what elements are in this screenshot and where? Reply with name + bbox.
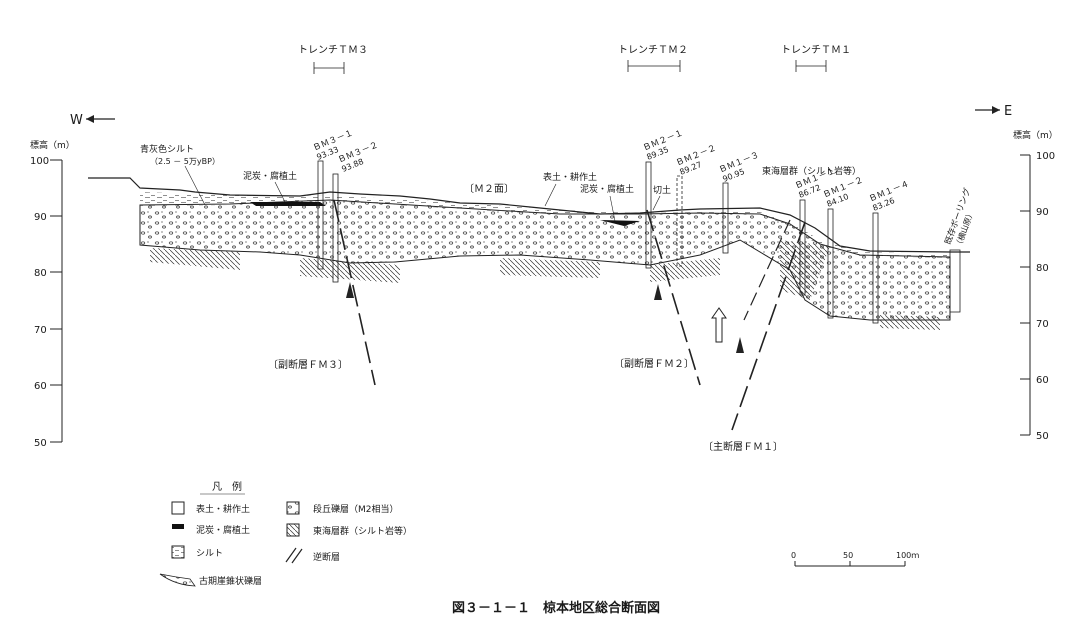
legend-item-reverse-fault: 逆断層 [285,547,340,564]
legend-label: 段丘礫層（M2相当） [313,503,399,515]
legend-item-silt: シルト [171,545,223,559]
legend-label: シルト [196,549,223,559]
legend-label: 泥炭・腐植土 [196,524,250,536]
borehole [827,208,834,319]
figure-caption: 図３－１－１ 椋本地区総合断面図 [452,600,660,616]
tokai-group-area [500,258,600,278]
tick-label: 70 [1036,319,1049,330]
borehole [676,175,683,267]
fault-fm1-label: 〔主断層ＦＭ１〕 [703,440,783,453]
legend-item-tokai-group: 東海層群（シルト岩等） [286,523,412,537]
scale-label: 100ｍ [896,551,919,560]
existing-boring [949,249,961,313]
fault-fm2 [646,209,701,386]
trench-tm3: トレンチＴＭ３ [298,44,368,74]
tick-label: 90 [34,212,47,223]
tokai-group-area [880,315,940,330]
trench-label: トレンチＴＭ１ [781,44,851,56]
fault-fm3-label: 〔副断層ＦＭ３〕 [268,358,348,371]
peat-lens [600,220,640,226]
cut-soil-label: 切土 [653,184,671,196]
trench-tm2: トレンチＴＭ２ [618,44,688,72]
scale-bar: 0 50 100ｍ [791,551,919,567]
tick-label: 90 [1036,207,1049,218]
section-annotations: 青灰色シルト （2.5 － 5万yBP） 泥炭・腐植土 〔Ｍ２面〕 表土・耕作土… [140,143,861,222]
tick-label: 50 [34,438,47,449]
borehole [722,182,729,254]
borehole [645,161,652,269]
west-label: W [70,113,83,128]
peat-label: 泥炭・腐植土 [243,170,297,182]
trench-label: トレンチＴＭ３ [298,44,368,56]
tokai-group-area [150,248,240,270]
legend-label: 古期崖錐状礫層 [199,575,262,587]
east-arrow: E [975,104,1012,119]
legend-item-old-talus: 古期崖錐状礫層 [159,573,262,587]
borehole [332,173,339,283]
fault-fm2-label: 〔副断層ＦＭ２〕 [614,357,694,370]
legend-item-topsoil: 表土・耕作土 [171,501,250,515]
right-elevation-axis: 標高（m） 100 90 80 70 60 50 [1013,129,1058,442]
peat-label: 泥炭・腐植土 [580,183,634,195]
peat-lens [250,202,326,206]
tick-label: 60 [1036,375,1049,386]
legend-title: 凡 例 [212,480,242,493]
east-label: E [1004,104,1012,119]
west-arrow: W [70,113,115,128]
fault-fm1-branch [743,219,791,321]
legend-item-peat: 泥炭・腐植土 [172,524,250,536]
trench-label: トレンチＴＭ２ [618,44,688,56]
axis-label: 標高（m） [30,139,75,151]
legend-item-terrace-gravel: 段丘礫層（M2相当） [286,501,399,515]
fault-fm3 [333,199,376,386]
legend: 凡 例 表土・耕作土 泥炭・腐植土 シルト 古期崖錐状礫層 段丘礫層（M2相当）… [159,480,412,587]
legend-label: 逆断層 [313,551,340,563]
boreholes [317,160,961,324]
left-elevation-axis: 標高（m） 100 90 80 70 60 50 [30,139,75,449]
borehole [799,199,806,296]
ground-surface [88,177,970,253]
tick-label: 100 [1036,151,1055,162]
tokai-group-label: 東海層群（シルト岩等） [762,165,861,177]
scale-label: 50 [843,551,853,560]
scale-label: 0 [791,551,796,560]
blue-gray-silt-label: 青灰色シルト [140,143,194,155]
trench-tm1: トレンチＴＭ１ [781,44,851,72]
blue-gray-silt-age: （2.5 － 5万yBP） [150,157,220,166]
topsoil-label: 表土・耕作土 [543,171,597,183]
borehole [872,212,879,324]
uplift-arrow [711,307,727,343]
axis-label: 標高（m） [1013,129,1058,141]
tick-label: 80 [1036,263,1049,274]
m2-surface-label: 〔Ｍ２面〕 [464,183,514,195]
tick-label: 70 [34,325,47,336]
legend-label: 表土・耕作土 [196,503,250,515]
tick-label: 100 [30,156,49,167]
tick-label: 50 [1036,431,1049,442]
fault-fm1 [731,221,806,431]
tick-label: 80 [34,268,47,279]
borehole [317,160,324,270]
faults: 〔副断層ＦＭ３〕 〔副断層ＦＭ２〕 〔主断層ＦＭ１〕 [268,199,806,453]
tick-label: 60 [34,381,47,392]
legend-label: 東海層群（シルト岩等） [313,525,412,537]
